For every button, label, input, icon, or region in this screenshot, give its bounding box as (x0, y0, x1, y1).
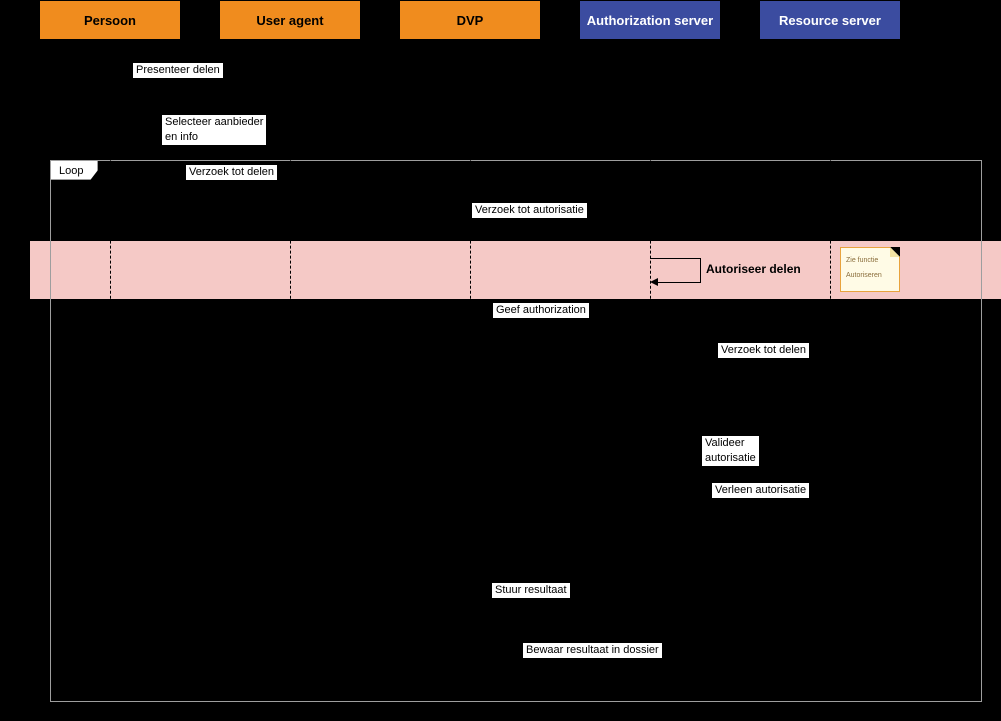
loop-frame (50, 160, 982, 702)
lifeline-resource-server (830, 40, 831, 700)
label-stuur-resultaat: Stuur resultaat (492, 583, 570, 598)
arrowhead-autoriseer-delen (650, 278, 658, 286)
actor-resource-server: Resource server (760, 1, 900, 39)
arrowhead-bewaar-resultaat (470, 671, 478, 679)
lifeline-dvp (470, 40, 471, 700)
arrow-selecteer-aanbieder (110, 150, 290, 151)
label-valideer-autorisatie: Valideer autorisatie (702, 436, 759, 466)
label-autoriseer-delen: Autoriseer delen (706, 262, 801, 276)
arrow-bewaar-resultaat-bottom (475, 675, 521, 676)
note-zie-functie-autoriseren: Zie functie Autoriseren (840, 247, 900, 292)
label-line: Valideer (705, 437, 745, 449)
arrowhead-presenteer-delen (110, 76, 118, 84)
label-presenteer-delen: Presenteer delen (133, 63, 223, 78)
actor-authorization-server: Authorization server (580, 1, 720, 39)
arrow-verzoek-tot-delen-rs (650, 363, 830, 364)
loop-frame-label: Loop (50, 160, 98, 180)
arrowhead-verleen-autorisatie (822, 499, 830, 507)
actor-user-agent: User agent (220, 1, 360, 39)
arrow-autoriseer-delen-side (700, 258, 701, 282)
arrow-valideer-autorisatie (650, 470, 830, 471)
arrow-autoriseer-delen-top (650, 258, 700, 259)
arrowhead-verzoek-tot-autorisatie (642, 220, 650, 228)
arrow-geef-authorization (470, 323, 650, 324)
arrow-stuur-resultaat (470, 603, 830, 604)
arrowhead-geef-authorization (470, 319, 478, 327)
actor-persoon: Persoon (40, 1, 180, 39)
lifeline-authorization-server (650, 40, 651, 700)
arrowhead-valideer-autorisatie (650, 466, 658, 474)
lifeline-persoon (110, 40, 111, 700)
label-verleen-autorisatie: Verleen autorisatie (712, 483, 810, 498)
arrow-verleen-autorisatie (650, 503, 830, 504)
label-line: autorisatie (705, 452, 756, 464)
arrow-autoriseer-delen-bottom (655, 282, 701, 283)
label-verzoek-tot-delen-ua: Verzoek tot delen (186, 165, 278, 180)
label-verzoek-tot-autorisatie: Verzoek tot autorisatie (472, 203, 587, 218)
label-line: en info (165, 131, 199, 143)
label-selecteer-aanbieder: Selecteer aanbieder en info (162, 115, 267, 145)
highlight-band (30, 241, 1001, 299)
arrow-bewaar-resultaat-side (520, 655, 521, 675)
label-geef-authorization: Geef authorization (493, 303, 589, 318)
arrow-verzoek-tot-autorisatie (470, 224, 650, 225)
arrow-bewaar-resultaat-top (470, 655, 520, 656)
note-line: Zie functie (846, 257, 879, 264)
label-verzoek-tot-delen-rs: Verzoek tot delen (718, 343, 810, 358)
arrowhead-verzoek-tot-delen-ua (462, 181, 470, 189)
actor-dvp: DVP (400, 1, 540, 39)
arrow-presenteer-delen (110, 80, 290, 81)
label-line: Selecteer aanbieder (165, 116, 264, 128)
label-bewaar-resultaat: Bewaar resultaat in dossier (523, 643, 662, 658)
arrowhead-verzoek-tot-delen-rs (822, 359, 830, 367)
arrowhead-stuur-resultaat (470, 599, 478, 607)
arrow-verzoek-tot-delen-ua (290, 185, 470, 186)
arrowhead-selecteer-aanbieder (282, 146, 290, 154)
note-line: Autoriseren (846, 272, 882, 279)
lifeline-user-agent (290, 40, 291, 700)
